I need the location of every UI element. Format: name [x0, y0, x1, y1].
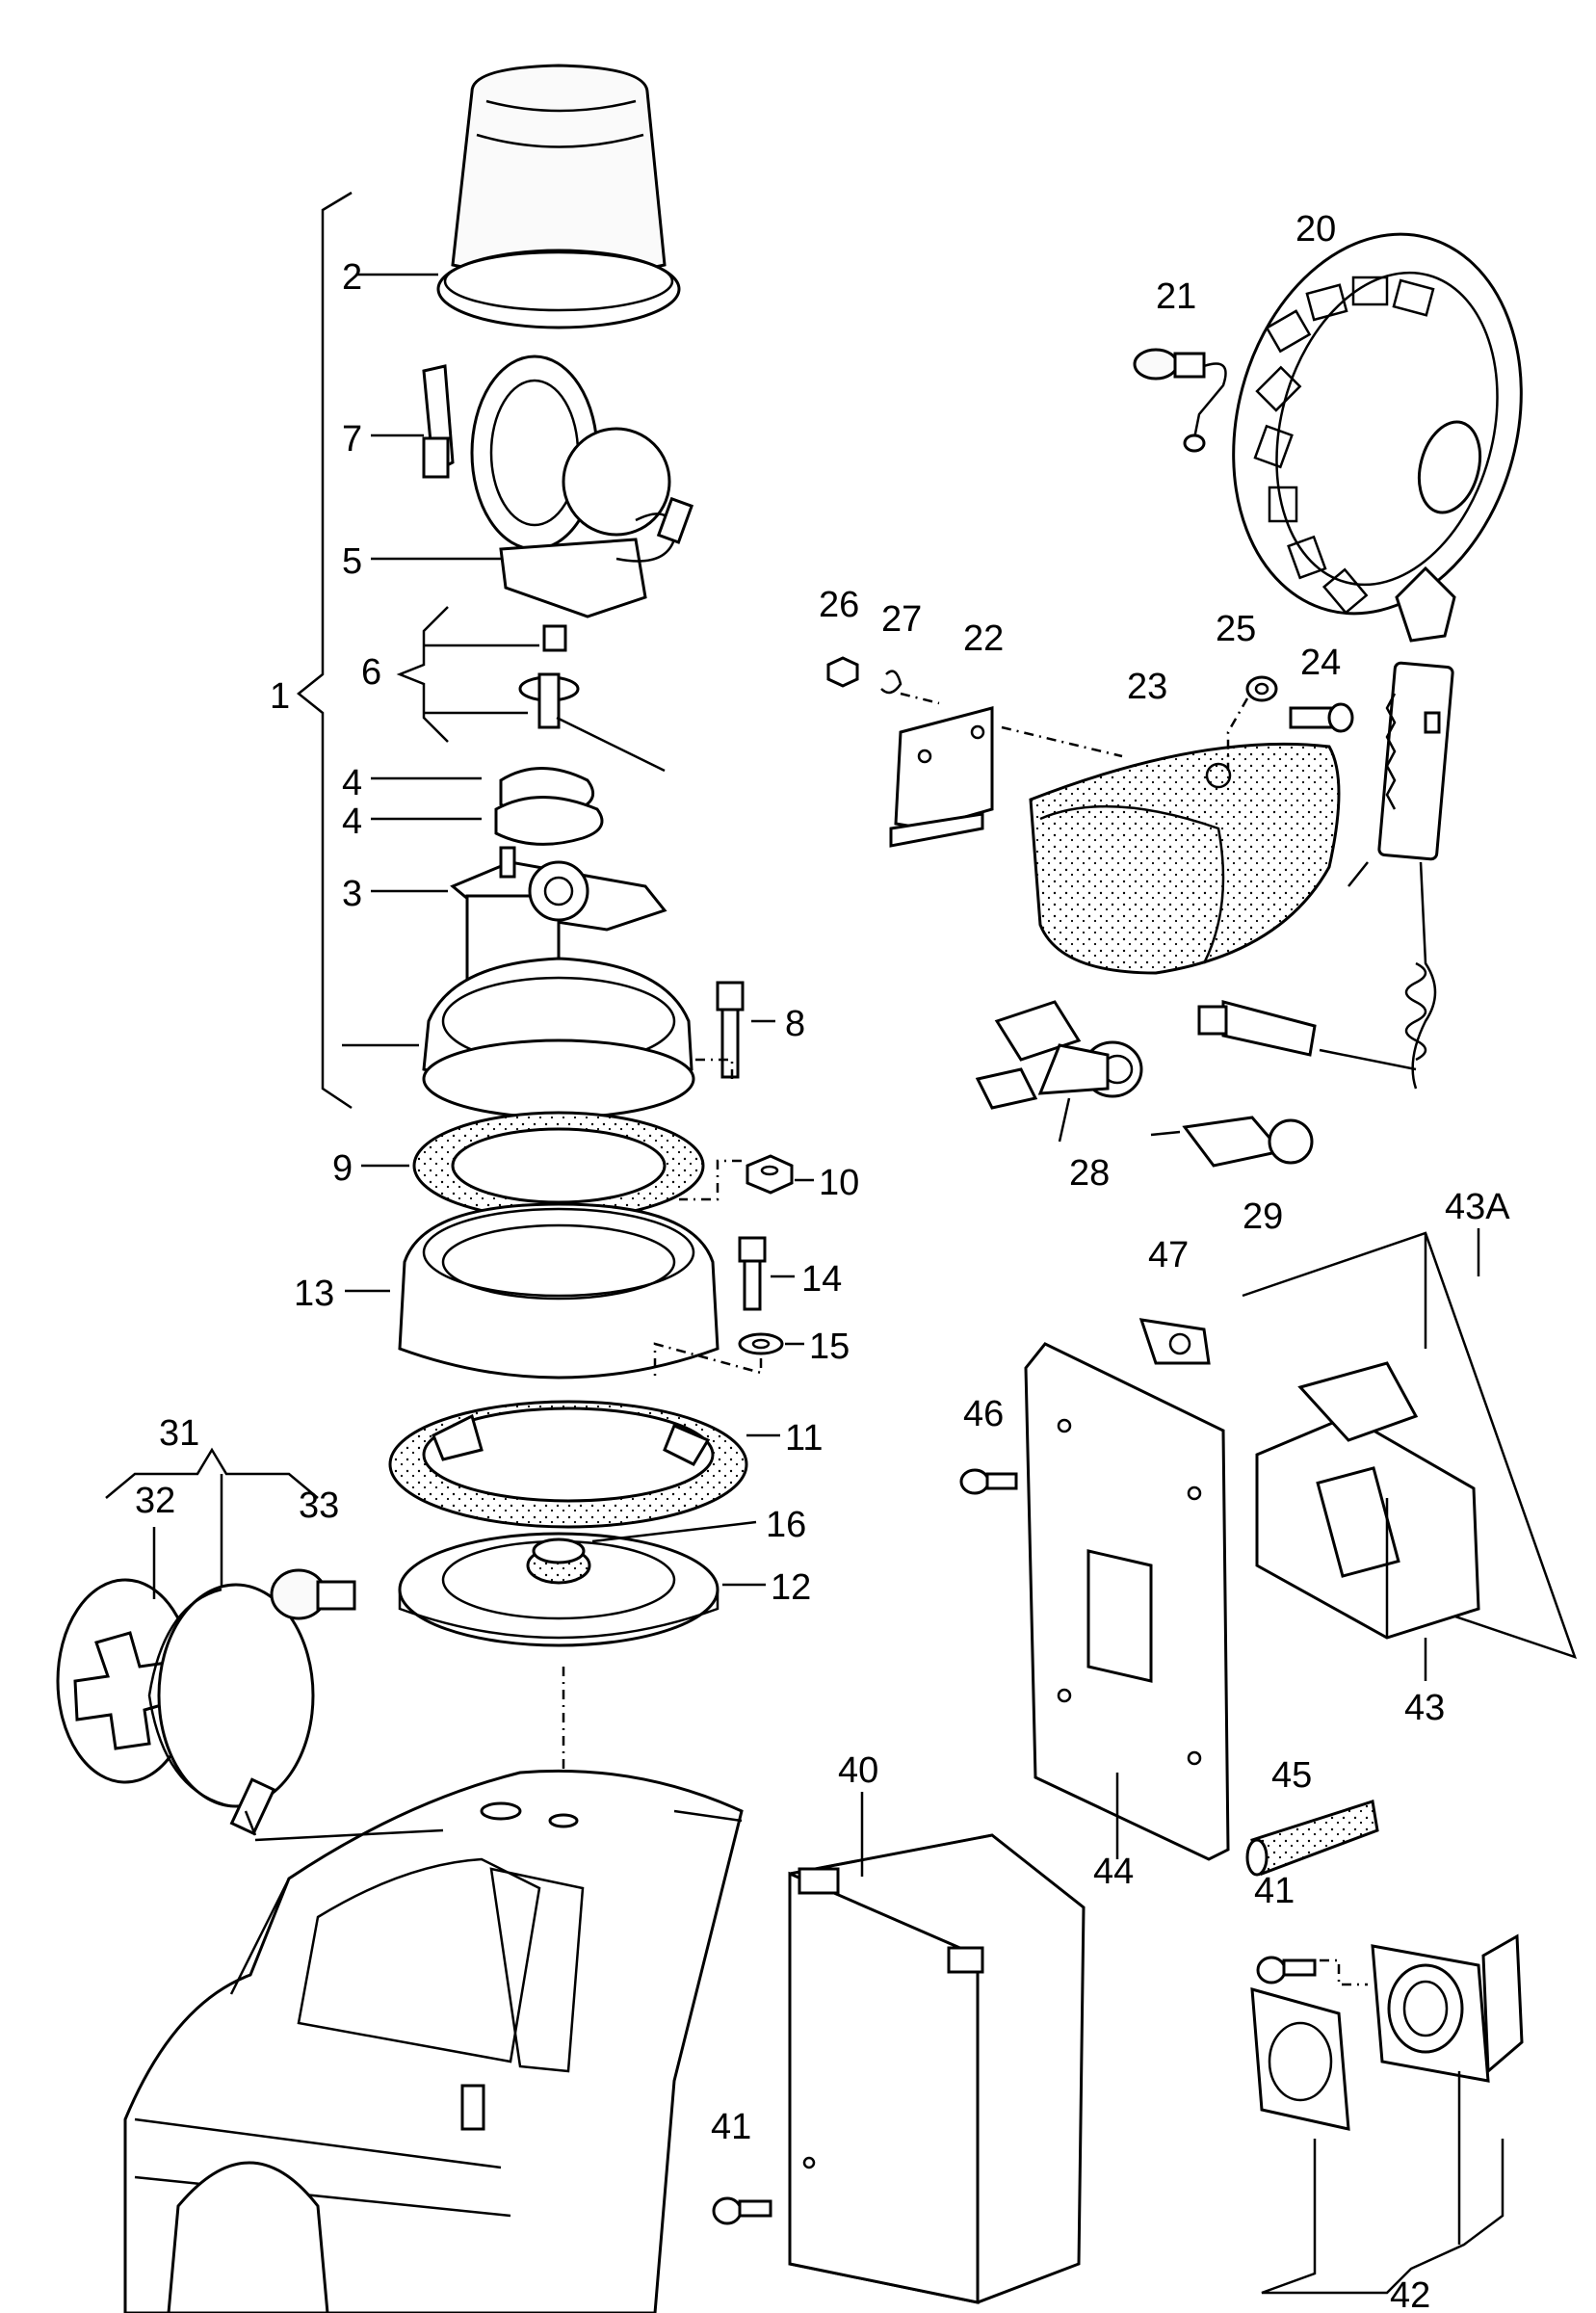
callout-8: 8 — [785, 1004, 805, 1044]
part-7-bulb-holder — [371, 364, 455, 479]
part-47-clip — [1138, 1318, 1211, 1365]
callout-4-lower: 4 — [342, 802, 362, 842]
callout-14: 14 — [801, 1259, 842, 1300]
part-31-work-lamp-group — [105, 1447, 319, 1590]
part-44-mounting-plate — [1024, 1342, 1230, 1861]
group-brace-1 — [296, 191, 419, 1110]
part-41-screw-lower — [712, 2196, 772, 2225]
part-24-screw — [1289, 702, 1354, 733]
callout-46: 46 — [963, 1394, 1004, 1434]
callout-labels: 1 2 3 4 4 5 6 7 8 9 10 11 12 13 14 15 16… — [135, 209, 1510, 2313]
part-46-screw — [959, 1468, 1018, 1495]
part-20-rotary-reflector — [1232, 232, 1523, 643]
part-21-bulb — [1133, 348, 1227, 453]
vehicle-outline — [123, 1769, 744, 2313]
callout-26: 26 — [819, 585, 859, 625]
part-45-trim-strip — [1245, 1800, 1379, 1877]
callout-29: 29 — [1243, 1196, 1283, 1237]
part-12-base-plate — [398, 1532, 766, 1647]
part-9-gasket — [361, 1111, 705, 1221]
callout-43: 43 — [1404, 1688, 1445, 1728]
callout-45: 45 — [1271, 1755, 1312, 1796]
callout-33: 33 — [299, 1485, 339, 1526]
part-13-spacer-ring — [345, 1202, 720, 1380]
part-2-dome-lens — [356, 64, 681, 329]
callout-44: 44 — [1093, 1852, 1134, 1892]
part-43-circuit-breaker — [1255, 1361, 1480, 1681]
part-27-clip — [880, 670, 940, 705]
part-41-screw-right — [1256, 1956, 1368, 1986]
callout-20: 20 — [1295, 209, 1336, 250]
part-handle-and-cable — [1197, 661, 1454, 1090]
part-15-washer — [653, 1332, 804, 1378]
callout-42: 42 — [1390, 2275, 1430, 2313]
callout-6: 6 — [361, 652, 381, 693]
part-33-bulb — [270, 1568, 356, 1620]
callout-2: 2 — [342, 257, 362, 298]
callout-21: 21 — [1156, 276, 1196, 317]
callout-13: 13 — [294, 1274, 334, 1314]
part-29-plug — [1150, 1116, 1314, 1168]
part-work-lamp-housing — [147, 1583, 444, 1842]
callout-3: 3 — [342, 874, 362, 914]
part-5-reflector-assembly — [371, 355, 694, 618]
callout-25: 25 — [1216, 609, 1256, 649]
callout-7: 7 — [342, 419, 362, 460]
callout-31: 31 — [159, 1413, 199, 1454]
part-25-washer — [1226, 675, 1278, 771]
callout-41-lower: 41 — [711, 2107, 751, 2147]
callout-12: 12 — [771, 1567, 811, 1608]
part-40-enclosure-box — [788, 1792, 1086, 2304]
callout-16: 16 — [766, 1505, 806, 1545]
part-10-nut — [679, 1154, 814, 1201]
callout-24: 24 — [1300, 643, 1341, 683]
part-26-nut — [826, 656, 859, 688]
part-housing-upper — [422, 957, 695, 1119]
callout-5: 5 — [342, 541, 362, 582]
callout-40: 40 — [838, 1750, 878, 1791]
callout-28: 28 — [1069, 1153, 1110, 1194]
callout-15: 15 — [809, 1327, 850, 1367]
part-32-lamp-cover — [56, 1527, 195, 1784]
part-23-holder-pouch — [1029, 742, 1341, 975]
part-42-power-socket — [1250, 1933, 1524, 2295]
callout-10: 10 — [819, 1163, 859, 1203]
callout-11: 11 — [785, 1418, 823, 1459]
callout-22: 22 — [963, 618, 1004, 659]
callout-4-upper: 4 — [342, 763, 362, 803]
part-22-bracket — [889, 706, 1123, 848]
part-28-socket — [975, 1000, 1143, 1143]
callout-23: 23 — [1127, 667, 1167, 707]
part-6-brush-contact — [396, 606, 666, 773]
callout-41-right: 41 — [1254, 1871, 1295, 1911]
callout-27: 27 — [881, 599, 922, 640]
part-14-screw — [738, 1236, 795, 1311]
callout-9: 9 — [332, 1148, 353, 1189]
callout-47: 47 — [1148, 1235, 1189, 1275]
part-16-grommet — [526, 1520, 757, 1585]
callout-32: 32 — [135, 1481, 175, 1521]
callout-1: 1 — [270, 676, 290, 717]
part-8-bolt — [693, 981, 775, 1079]
callout-43A: 43A — [1445, 1187, 1510, 1227]
part-11-base-gasket — [388, 1400, 780, 1529]
part-4-seals — [371, 767, 604, 846]
